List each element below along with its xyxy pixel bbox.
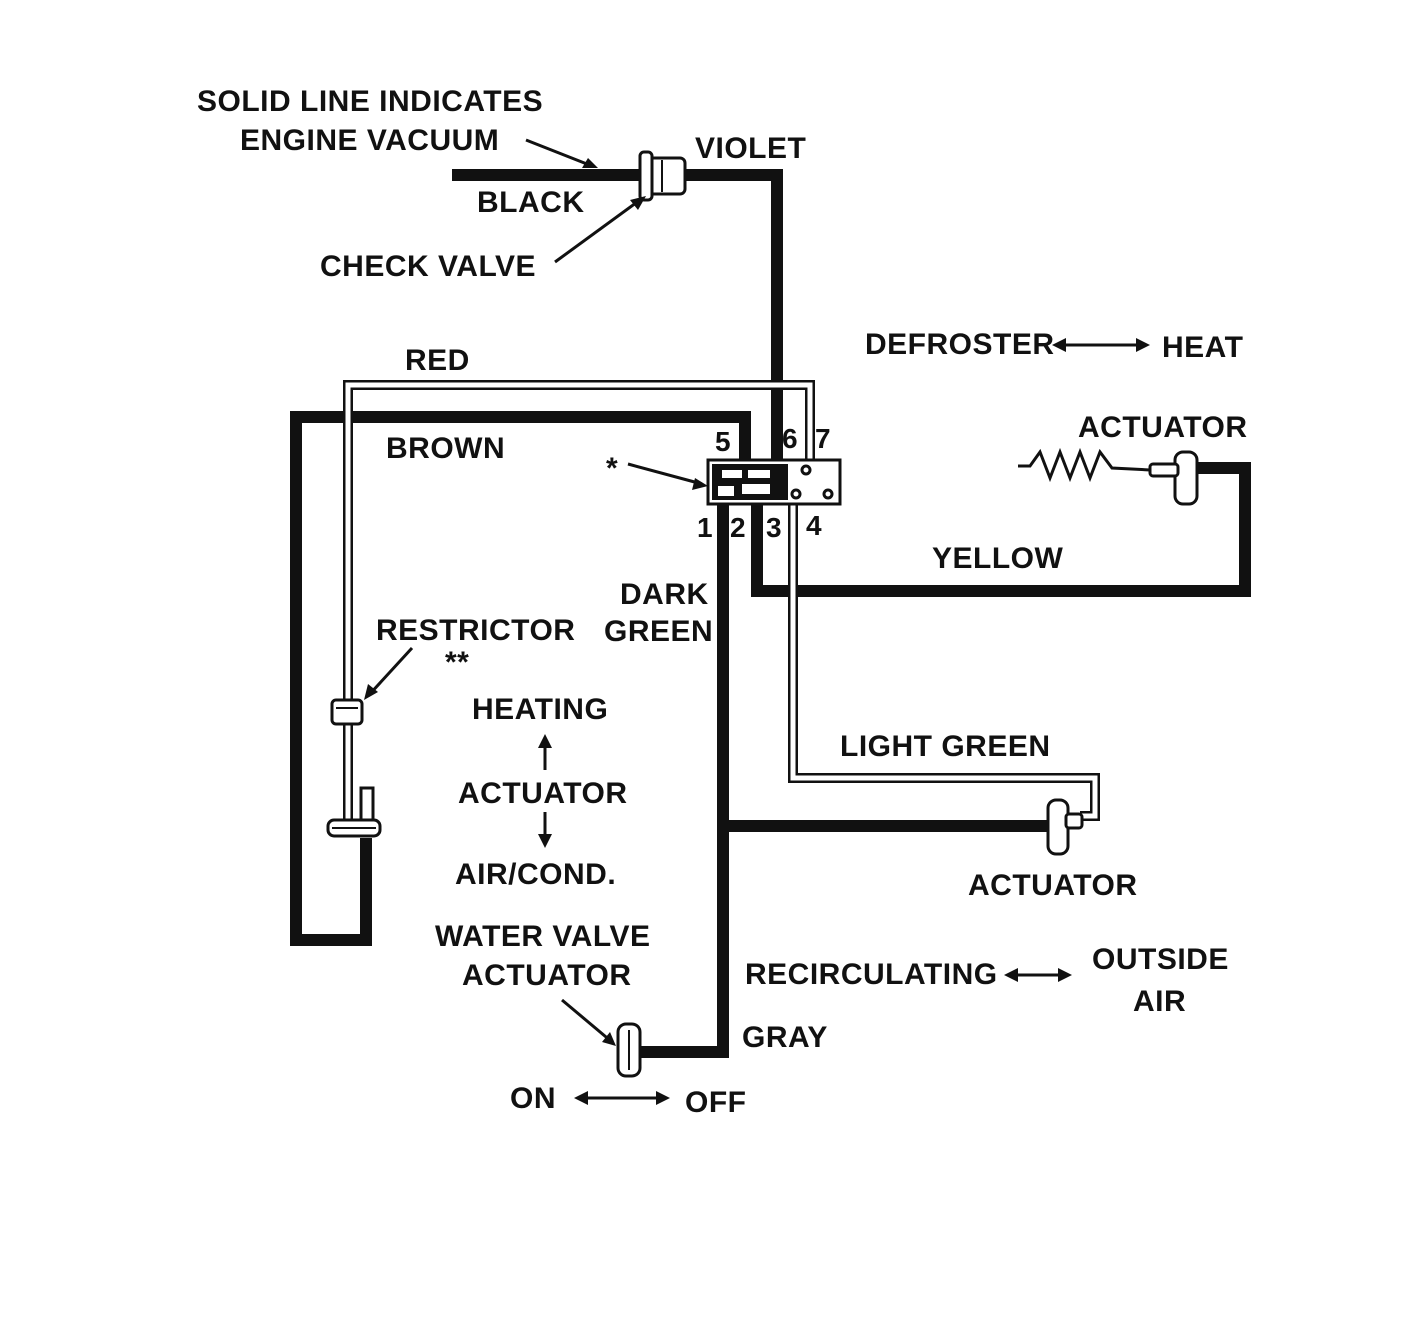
label-on: ON — [510, 1082, 556, 1115]
brown-hose — [290, 411, 751, 946]
port-3: 3 — [766, 512, 782, 543]
label-check-valve: CHECK VALVE — [320, 250, 536, 283]
mode-arrows — [538, 338, 1150, 1105]
label-dark: DARK — [620, 578, 709, 611]
label-green: GREEN — [604, 615, 713, 648]
legend-line-2: ENGINE VACUUM — [240, 124, 499, 157]
violet-hose — [685, 169, 783, 462]
label-recirculating: RECIRCULATING — [745, 958, 998, 991]
label-actuator-defroster: ACTUATOR — [1078, 411, 1248, 444]
red-hose-inner — [345, 382, 813, 708]
label-yellow: YELLOW — [932, 542, 1064, 575]
label-air: AIR — [1133, 985, 1186, 1018]
heating-actuator-stub — [359, 786, 375, 824]
label-asterisk: * — [606, 452, 618, 485]
label-defroster: DEFROSTER — [865, 328, 1055, 361]
port-7: 7 — [815, 423, 831, 454]
label-outside: OUTSIDE — [1092, 943, 1229, 976]
label-off: OFF — [685, 1086, 747, 1119]
leader-arrows — [364, 138, 708, 1046]
port-5: 5 — [715, 426, 731, 457]
port-6: 6 — [782, 423, 798, 454]
label-violet: VIOLET — [695, 132, 806, 165]
recirc-actuator-icon — [1046, 798, 1084, 856]
heating-actuator-icon — [326, 818, 382, 838]
selector-switch-icon — [706, 458, 842, 506]
label-gray: GRAY — [742, 1021, 828, 1054]
yellow-hose — [751, 462, 1251, 597]
label-light-green: LIGHT GREEN — [840, 730, 1051, 763]
port-2: 2 — [730, 512, 746, 543]
port-1: 1 — [697, 512, 713, 543]
restrictor-icon — [330, 698, 364, 726]
label-heating: HEATING — [472, 693, 608, 726]
defroster-actuator-icon — [1018, 447, 1199, 506]
label-brown: BROWN — [386, 432, 505, 465]
label-red: RED — [405, 344, 470, 377]
light-green-hose-inner — [790, 505, 1098, 819]
dark-green-hose — [636, 505, 729, 1058]
label-heat: HEAT — [1162, 331, 1243, 364]
label-actuator-recirc: ACTUATOR — [968, 869, 1138, 902]
label-restrictor: RESTRICTOR — [376, 614, 575, 647]
label-water-valve-actuator: ACTUATOR — [462, 959, 632, 992]
label-water-valve: WATER VALVE — [435, 920, 651, 953]
port-4: 4 — [806, 510, 822, 541]
legend-line-1: SOLID LINE INDICATES — [197, 85, 543, 118]
label-double-asterisk: ** — [445, 646, 469, 679]
check-valve-icon — [638, 150, 687, 202]
label-air-cond: AIR/COND. — [455, 858, 616, 891]
water-valve-actuator-icon — [616, 1022, 642, 1078]
label-black: BLACK — [477, 186, 585, 219]
label-actuator-center: ACTUATOR — [458, 777, 628, 810]
